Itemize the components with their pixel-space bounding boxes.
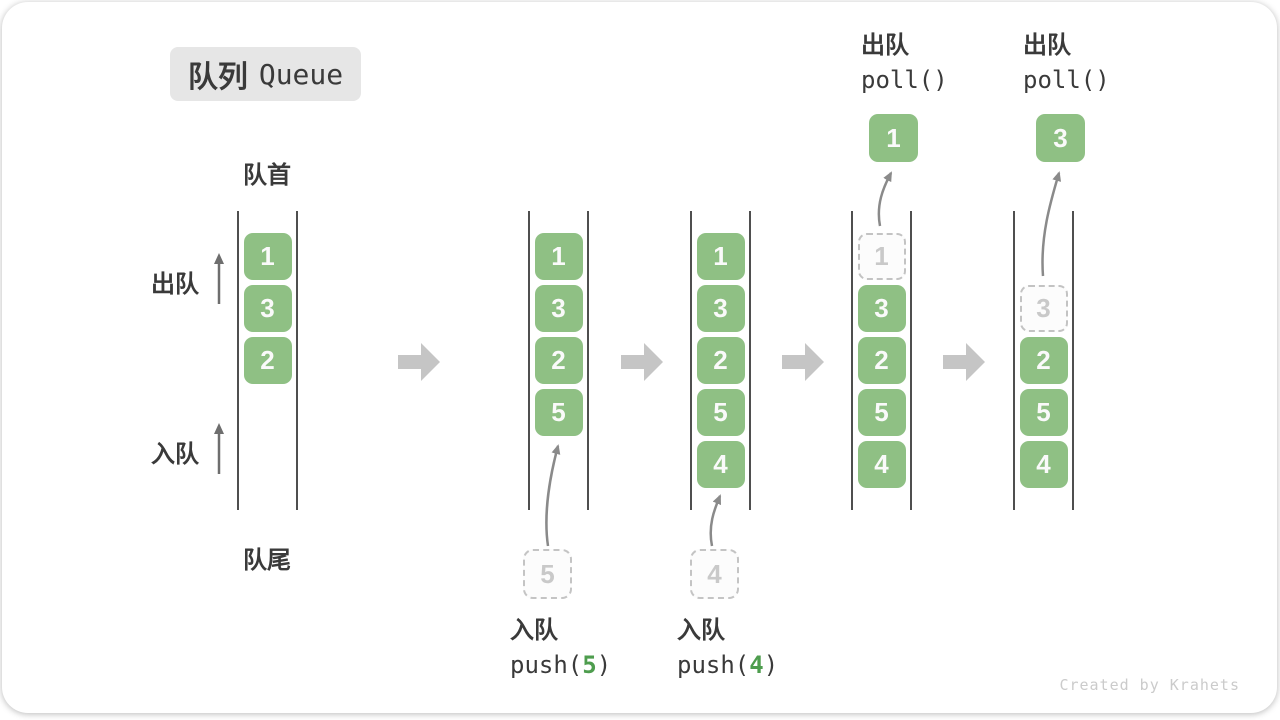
queue-item: 2 xyxy=(1019,337,1068,384)
op-action: 入队 xyxy=(677,617,725,644)
queue-column-3: 1 3 2 5 4 xyxy=(690,211,751,510)
op-close: ) xyxy=(763,651,779,679)
queue-column-5: 3 2 5 4 xyxy=(1013,211,1074,510)
op-label-push-5: 入队 push(5) xyxy=(510,613,611,683)
op-label-poll-3: 出队 poll() xyxy=(1023,28,1110,98)
queue-item: 5 xyxy=(534,389,583,436)
title-en: Queue xyxy=(258,57,344,91)
label-dequeue-left: 出队 xyxy=(151,271,199,298)
queue-item: 5 xyxy=(1019,389,1068,436)
queue-item: 3 xyxy=(857,285,906,332)
op-code: push(5) xyxy=(510,648,611,683)
title-zh: 队列 xyxy=(187,61,248,94)
polled-item: 1 xyxy=(869,114,918,162)
op-fn: push( xyxy=(677,651,750,679)
label-enqueue-left: 入队 xyxy=(151,441,199,468)
queue-column-2: 1 3 2 5 xyxy=(528,211,589,510)
queue-item: 4 xyxy=(696,441,745,488)
label-queue-front: 队首 xyxy=(243,162,291,189)
polled-item: 3 xyxy=(1036,114,1085,162)
op-code: push(4) xyxy=(677,648,778,683)
op-action: 出队 xyxy=(861,32,909,59)
queue-item: 4 xyxy=(1019,441,1068,488)
op-code: poll() xyxy=(1023,66,1110,94)
title-badge: 队列 Queue xyxy=(170,47,361,101)
op-label-push-4: 入队 push(4) xyxy=(677,613,778,683)
queue-item: 5 xyxy=(857,389,906,436)
op-action: 入队 xyxy=(510,617,558,644)
op-fn: push( xyxy=(510,651,583,679)
op-arg: 4 xyxy=(749,651,764,679)
queue-item: 3 xyxy=(243,285,292,332)
queue-item: 1 xyxy=(243,233,292,280)
op-label-poll-1: 出队 poll() xyxy=(861,28,948,98)
queue-item: 5 xyxy=(696,389,745,436)
queue-item: 1 xyxy=(696,233,745,280)
queue-item: 2 xyxy=(696,337,745,384)
watermark: Created by Krahets xyxy=(1059,676,1240,694)
incoming-item-ghost: 4 xyxy=(690,549,739,599)
queue-column-1: 1 3 2 xyxy=(237,211,298,510)
incoming-item-ghost: 5 xyxy=(523,549,572,599)
queue-column-4: 1 3 2 5 4 xyxy=(851,211,912,510)
queue-item-removed: 1 xyxy=(857,233,906,280)
label-queue-rear: 队尾 xyxy=(243,547,291,574)
queue-item: 4 xyxy=(857,441,906,488)
op-close: ) xyxy=(596,651,612,679)
op-arg: 5 xyxy=(582,651,597,679)
queue-item-removed: 3 xyxy=(1019,285,1068,332)
queue-item: 2 xyxy=(857,337,906,384)
op-code: poll() xyxy=(861,66,948,94)
queue-item: 3 xyxy=(534,285,583,332)
queue-item: 2 xyxy=(243,337,292,384)
op-action: 出队 xyxy=(1023,32,1071,59)
queue-item: 3 xyxy=(696,285,745,332)
queue-item: 1 xyxy=(534,233,583,280)
queue-item: 2 xyxy=(534,337,583,384)
